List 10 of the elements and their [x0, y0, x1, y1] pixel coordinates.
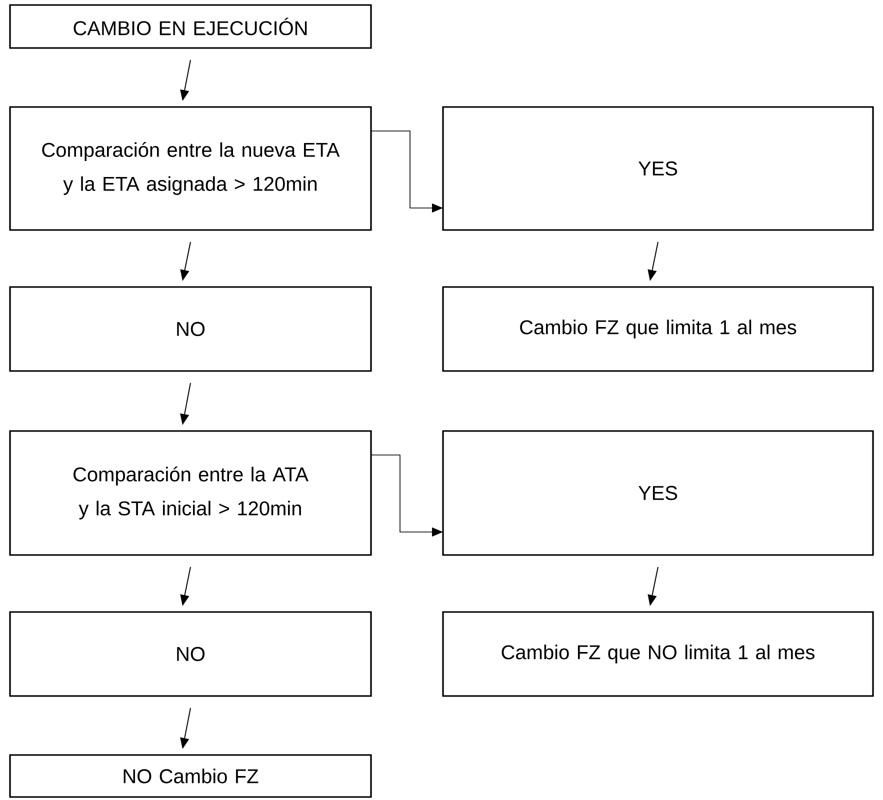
process-box: Cambio FZ que limita 1 al mes — [442, 286, 874, 372]
process-box: Cambio FZ que NO limita 1 al mes — [442, 611, 874, 697]
process-box: CAMBIO EN EJECUCIÓN — [9, 4, 372, 49]
process-box: NO Cambio FZ — [9, 754, 372, 798]
process-box: YES — [442, 430, 874, 556]
process-box: Comparación entre la nueva ETA y la ETA asignada > 120min — [9, 106, 372, 231]
process-box: NO — [9, 611, 372, 697]
process-box: Comparación entre la ATA y la STA inicial > 120min — [9, 430, 372, 556]
process-box: YES — [442, 106, 874, 231]
process-box: NO — [9, 286, 372, 372]
